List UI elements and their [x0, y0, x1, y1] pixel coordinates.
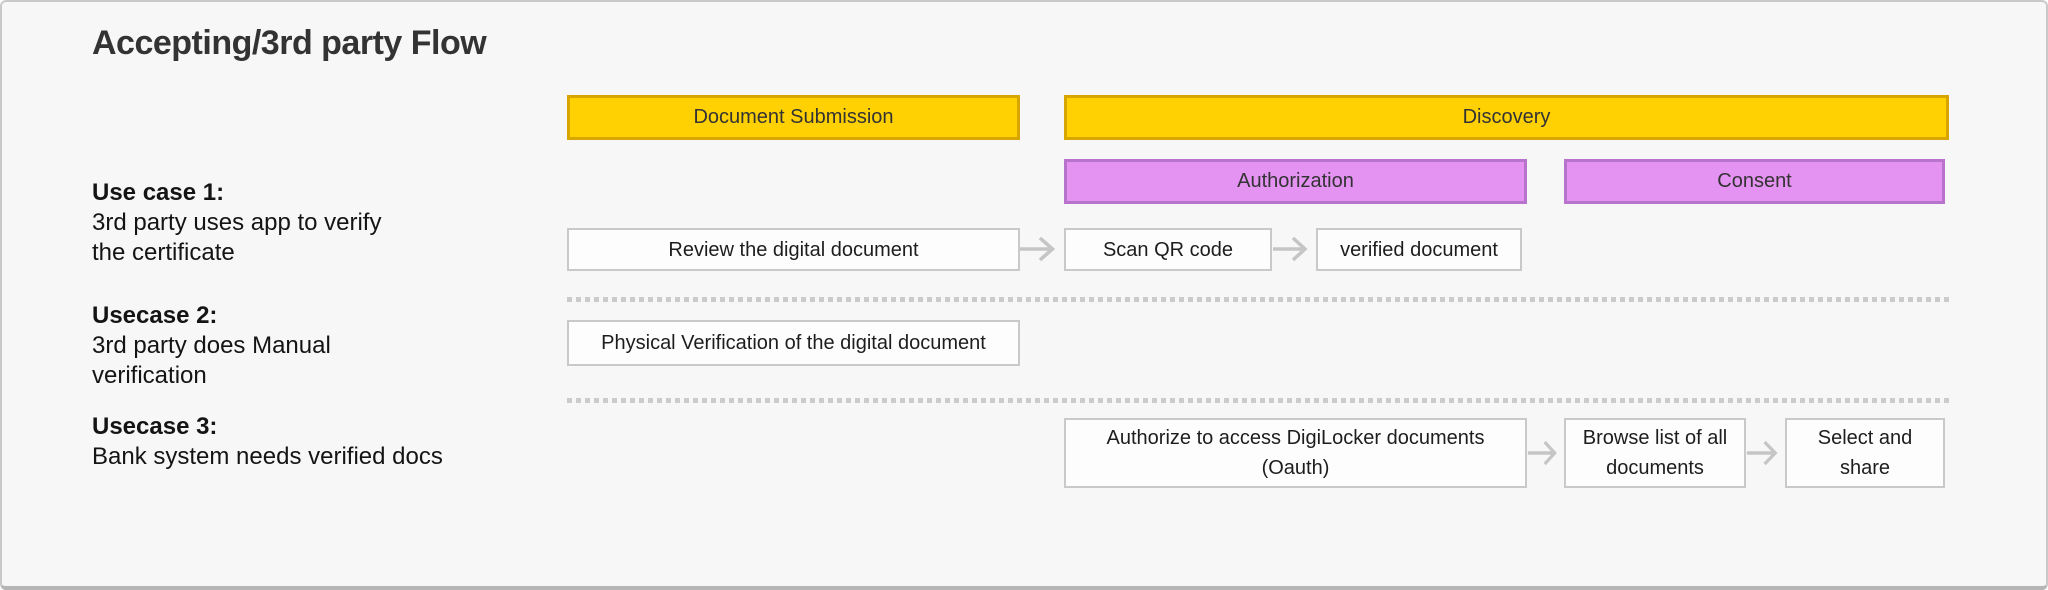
step-label: Browse list of all documents	[1582, 427, 1728, 479]
subphase-consent[interactable]: Consent	[1564, 159, 1945, 204]
usecase-2-desc-line: verification	[92, 362, 207, 389]
usecase-1-desc-line: the certificate	[92, 239, 235, 266]
phase-label: Discovery	[1462, 106, 1551, 128]
step-label: Authorize to access DigiLocker documents…	[1106, 427, 1485, 479]
step-label: Review the digital document	[668, 238, 919, 261]
usecase-3-desc-line: Bank system needs verified docs	[92, 443, 443, 470]
subphase-label: Authorization	[1237, 170, 1354, 192]
step-select-and-share[interactable]: Select and share	[1785, 418, 1945, 488]
usecase-2-label: Usecase 2:	[92, 302, 218, 329]
step-scan-qr-code[interactable]: Scan QR code	[1064, 228, 1272, 271]
usecase-3-label: Usecase 3:	[92, 413, 218, 440]
usecase-1-label: Use case 1:	[92, 179, 225, 206]
usecase-3-text: Usecase 3: Bank system needs verified do…	[92, 412, 443, 472]
step-label: Scan QR code	[1102, 238, 1234, 261]
phase-discovery[interactable]: Discovery	[1064, 95, 1949, 140]
step-browse-documents[interactable]: Browse list of all documents	[1564, 418, 1746, 488]
usecase-2-text: Usecase 2: 3rd party does Manual verific…	[92, 301, 331, 391]
dotted-divider	[567, 297, 1952, 302]
step-label: Select and share	[1817, 427, 1913, 479]
subphase-label: Consent	[1717, 170, 1792, 192]
phase-label: Document Submission	[693, 106, 894, 128]
arrow-right-icon	[1018, 234, 1064, 264]
usecase-1-text: Use case 1: 3rd party uses app to verify…	[92, 178, 381, 268]
arrow-right-icon	[1272, 234, 1316, 264]
dotted-divider	[567, 398, 1952, 403]
step-label: verified document	[1340, 238, 1498, 261]
arrow-right-icon	[1527, 438, 1564, 468]
step-physical-verification[interactable]: Physical Verification of the digital doc…	[567, 320, 1020, 366]
step-label: Physical Verification of the digital doc…	[601, 332, 986, 354]
usecase-2-desc-line: 3rd party does Manual	[92, 332, 331, 359]
step-review-digital-document[interactable]: Review the digital document	[567, 228, 1020, 271]
phase-document-submission[interactable]: Document Submission	[567, 95, 1020, 140]
arrow-right-icon	[1746, 438, 1785, 468]
step-verified-document[interactable]: verified document	[1316, 228, 1522, 271]
usecase-1-desc-line: 3rd party uses app to verify	[92, 209, 382, 236]
step-authorize-digilocker-oauth[interactable]: Authorize to access DigiLocker documents…	[1064, 418, 1527, 488]
page-title: Accepting/3rd party Flow	[92, 24, 487, 62]
subphase-authorization[interactable]: Authorization	[1064, 159, 1527, 204]
